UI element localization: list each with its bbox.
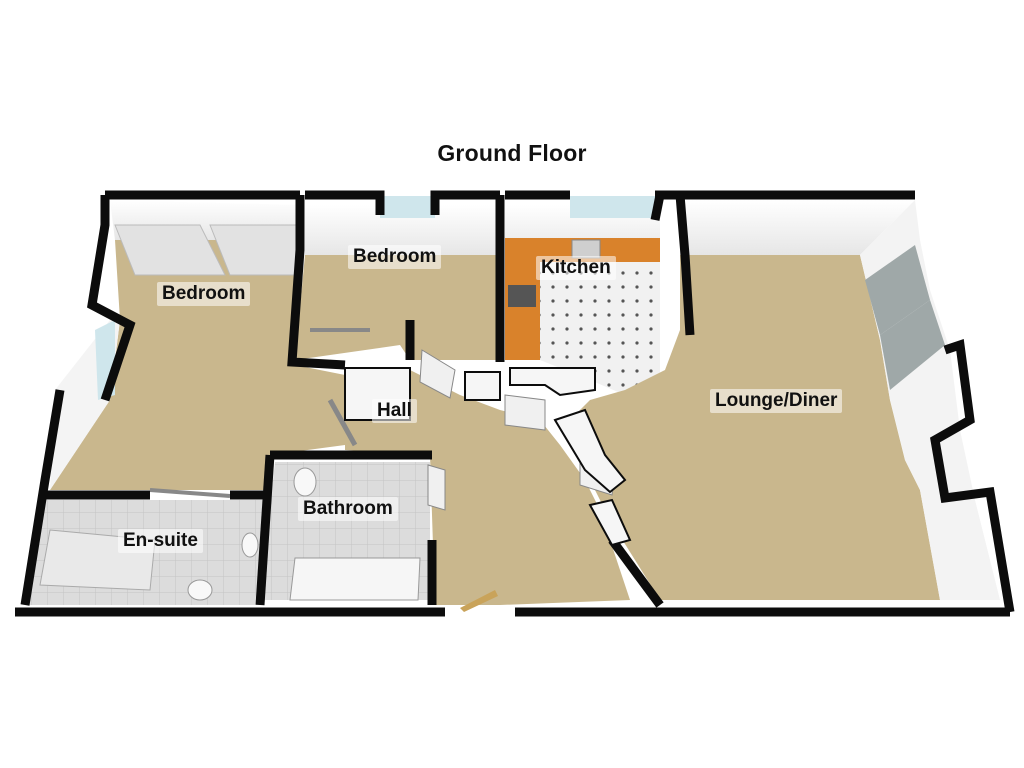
room-label-en-suite: En-suite — [118, 529, 203, 553]
window-middle-bedroom — [380, 196, 435, 218]
door-bedroom-swing — [327, 398, 358, 447]
walls — [15, 190, 1015, 617]
wall-face-middle-bedroom — [305, 205, 500, 255]
room-label-lounge-diner: Lounge/Diner — [710, 389, 843, 413]
bedroom-middle-floor — [295, 255, 500, 360]
bathroom-toilet — [293, 467, 317, 497]
wall-face-lounge — [680, 200, 915, 255]
room-label-kitchen: Kitchen — [536, 256, 616, 280]
window-kitchen — [570, 196, 655, 218]
kitchen-floor — [505, 255, 660, 395]
bathtub — [289, 557, 421, 601]
wardrobe-1 — [114, 224, 226, 276]
room-label-bathroom: Bathroom — [298, 497, 398, 521]
hall-walls — [344, 367, 632, 547]
page-title: Ground Floor — [437, 140, 587, 166]
window-lounge-1 — [865, 245, 930, 335]
room-label-hall: Hall — [372, 399, 417, 423]
ensuite-toilet — [241, 532, 259, 558]
window-lounge-2 — [880, 300, 945, 390]
room-label-bedroom-middle: Bedroom — [348, 245, 442, 269]
door-ensuite-swing — [149, 488, 231, 498]
door-cupboard — [504, 394, 546, 431]
door-bathroom — [427, 464, 446, 511]
bedroom-left-floor — [50, 240, 345, 490]
ensuite-basin — [187, 579, 213, 601]
lounge-floor — [560, 255, 940, 600]
room-label-bedroom-left: Bedroom — [157, 282, 251, 306]
door-front — [460, 590, 498, 612]
kitchen-hob — [508, 285, 536, 307]
door-hall-1 — [419, 349, 456, 399]
hall-floor — [345, 370, 630, 605]
